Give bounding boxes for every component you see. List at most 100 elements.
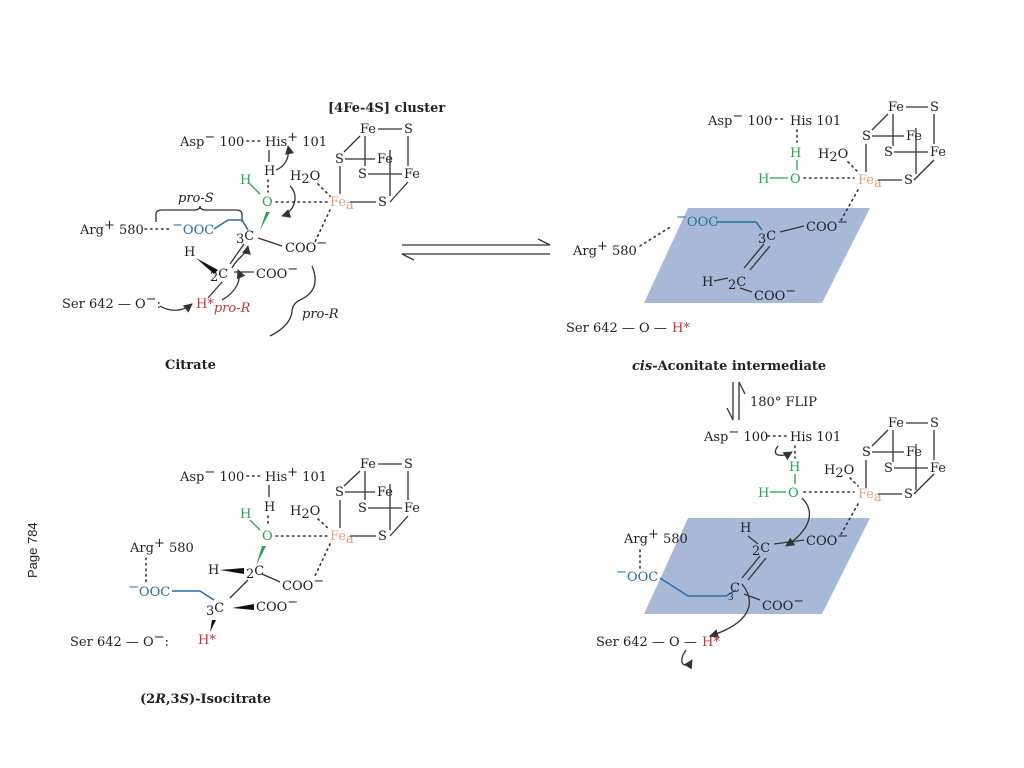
svg-text:S: S [358, 501, 367, 516]
svg-text:Fe: Fe [906, 129, 922, 144]
svg-text:Fe: Fe [906, 445, 922, 460]
isocitrate-hydroxyl-H: H [240, 507, 251, 522]
svg-text:S: S [335, 485, 344, 500]
isocitrate-ser-label: Ser 642 — O−: [70, 630, 169, 650]
aconitate-asp-label: Asp− 100 [707, 109, 772, 129]
isocitrate-structure: Asp− 100 His+ 101 H H O H2O Fe S S Fe S … [70, 457, 420, 707]
svg-text:Fe: Fe [888, 416, 904, 431]
isocitrate-his-label: His+ 101 [265, 465, 327, 485]
citrate-arg-label: Arg+ 580 [79, 218, 144, 238]
isocitrate-c3: 3C [206, 601, 224, 619]
svg-text:Fea: Fea [858, 487, 882, 505]
isocitrate-hydroxyl-O: O [262, 529, 273, 544]
svg-text:Fe: Fe [930, 145, 946, 160]
svg-text:S: S [404, 122, 413, 137]
citrate-wedge-bond [260, 212, 270, 230]
svg-text:S: S [335, 152, 344, 167]
svg-text:Fe: Fe [377, 485, 393, 500]
svg-text:Fe: Fe [360, 457, 376, 472]
citrate-ser-label: Ser 642 — O−: [62, 292, 161, 312]
svg-text:S: S [862, 445, 871, 460]
aconitate-ser-label: Ser 642 — O — [566, 321, 667, 336]
svg-text:S: S [930, 100, 939, 115]
isocitrate-carboxylate: −OOC [128, 580, 170, 600]
flipped-water-H: H [758, 486, 769, 501]
flip-equilibrium-arrows: 180° FLIP [726, 381, 817, 421]
flipped-coo-c2: COO− [806, 529, 848, 549]
isocitrate-h2o: H2O [290, 504, 320, 522]
svg-text:Fea: Fea [330, 195, 354, 213]
citrate-fe-s-cluster: Fe S S Fe S Fe Fea S [330, 122, 420, 213]
isocitrate-coo-c2: COO− [282, 574, 324, 594]
caption-isocitrate: (2R,3S)-Isocitrate [140, 692, 271, 707]
svg-text:S: S [862, 129, 871, 144]
svg-text:S: S [884, 461, 893, 476]
citrate-his-H: H [264, 164, 275, 179]
aconitate-arg-label: Arg+ 580 [572, 239, 637, 259]
flipped-plane [644, 518, 870, 614]
aconitate-c2: 2C [728, 275, 746, 293]
flipped-c2-H: H [740, 521, 751, 536]
pro-s-label: pro-S [178, 191, 214, 206]
flipped-c2: 2C [752, 541, 770, 559]
cis-aconitate-structure: Asp− 100 His 101 H H O H2O Fe S S Fe S F… [566, 100, 946, 374]
pro-r-label: pro-R [302, 307, 339, 322]
aconitate-coo-c3: COO− [806, 215, 848, 235]
flipped-ser-label: Ser 642 — O — [596, 635, 697, 650]
flipped-aconitate-structure: Asp− 100 His 101 H H O H2O Fe S S Fe S F… [596, 416, 946, 670]
isocitrate-c2: 2C [246, 564, 264, 582]
flipped-c3: C [730, 581, 740, 596]
svg-text:Fe: Fe [360, 122, 376, 137]
isocitrate-asp-label: Asp− 100 [179, 465, 244, 485]
page-number-label: Page 784 [25, 522, 40, 578]
svg-text:Fe: Fe [888, 100, 904, 115]
aconitate-plane [644, 208, 870, 303]
aconitate-c2-H: H [702, 275, 713, 290]
citrate-structure: [4Fe-4S] cluster Asp− 100 His+ 101 H H O… [62, 101, 445, 373]
flipped-h-star: H* [702, 635, 720, 650]
flipped-fe-s-cluster: Fe S S Fe S Fe Fea S [858, 416, 946, 505]
isocitrate-coo-c3: COO− [256, 595, 298, 615]
isocitrate-fe-s-cluster: Fe S S Fe S Fe Fea S [330, 457, 420, 547]
svg-text:Fea: Fea [858, 173, 882, 191]
aconitate-h2o: H2O [818, 147, 848, 165]
aconitate-water-H: H [758, 172, 769, 187]
citrate-c3: 3C [236, 229, 254, 247]
cluster-title: [4Fe-4S] cluster [328, 101, 445, 116]
svg-text:S: S [378, 195, 387, 210]
citrate-water: H2O [290, 169, 320, 187]
flipped-his-label: His 101 [790, 430, 841, 445]
svg-text:S: S [884, 145, 893, 160]
flipped-coo-c3: COO− [762, 594, 804, 614]
citrate-hydroxyl-H: H [240, 173, 251, 188]
svg-text:S: S [404, 457, 413, 472]
isocitrate-arg-label: Arg+ 580 [129, 536, 194, 556]
svg-text:Fe: Fe [404, 167, 420, 182]
svg-text:S: S [930, 416, 939, 431]
svg-text:S: S [904, 173, 913, 188]
svg-text:S: S [378, 529, 387, 544]
flipped-arg-label: Arg+ 580 [623, 527, 688, 547]
citrate-coo-c2: COO− [256, 262, 298, 282]
citrate-c2-H: H [184, 245, 195, 260]
svg-text:Fe: Fe [930, 461, 946, 476]
svg-text:Fe: Fe [404, 501, 420, 516]
flipped-carboxylate: −OOC [616, 565, 658, 585]
citrate-h-pro-r: H*pro-R [196, 297, 251, 316]
aconitate-coo-c2: COO− [754, 284, 796, 304]
svg-text:3: 3 [728, 593, 734, 603]
aconitate-his-H: H [790, 146, 801, 161]
isocitrate-his-H: H [264, 500, 275, 515]
svg-text:Fea: Fea [330, 529, 354, 547]
svg-text:S: S [358, 167, 367, 182]
aconitate-his-label: His 101 [790, 114, 841, 129]
caption-cis-aconitate: cis-Aconitate intermediate [632, 359, 826, 374]
flipped-water-O: O [788, 486, 799, 501]
aconitate-fe-s-cluster: Fe S S Fe S Fe Fea S [858, 100, 946, 191]
flipped-h2o: H2O [824, 463, 854, 481]
equilibrium-arrows [401, 238, 551, 261]
aconitate-water-O: O [790, 172, 801, 187]
isocitrate-h-star: H* [198, 633, 216, 648]
caption-citrate: Citrate [165, 358, 216, 373]
citrate-coo-c3: COO− [285, 236, 327, 256]
